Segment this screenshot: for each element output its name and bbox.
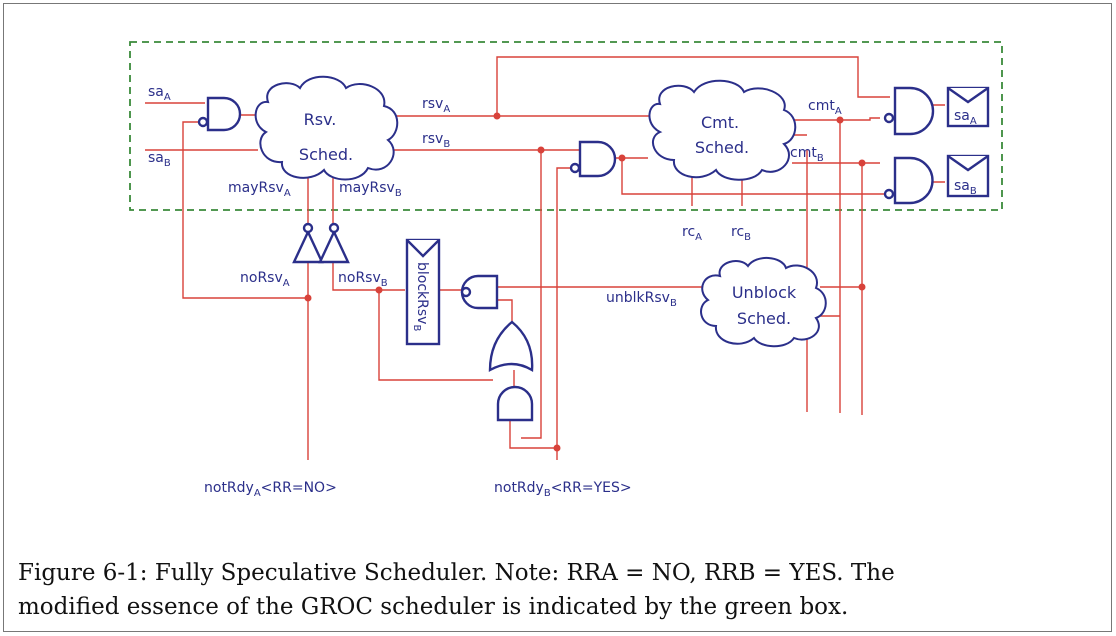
label-mayrsv-b: mayRsvB bbox=[339, 180, 402, 199]
label-rc-a: rcA bbox=[682, 224, 702, 243]
inverter-b bbox=[318, 222, 350, 264]
svg-text:saB: saB bbox=[954, 178, 977, 197]
cmt-sched-cloud: Cmt. Sched. bbox=[648, 79, 797, 181]
cmt-cloud-line1: Cmt. bbox=[701, 113, 739, 132]
label-notrdy-a: notRdyA<RR=NO> bbox=[204, 480, 337, 499]
figure-caption: Figure 6-1: Fully Speculative Scheduler.… bbox=[18, 556, 1108, 624]
rsv-cloud-line2: Sched. bbox=[299, 145, 353, 164]
junction-dots bbox=[304, 112, 866, 452]
inverter-a bbox=[292, 222, 324, 264]
label-notrdy-b: notRdyB<RR=YES> bbox=[494, 480, 632, 499]
rsv-cloud-line1: Rsv. bbox=[304, 110, 337, 129]
label-rsv-b: rsvB bbox=[422, 131, 450, 150]
caption-line-2: modified essence of the GROC scheduler i… bbox=[18, 594, 849, 620]
unblock-cloud-line2: Sched. bbox=[737, 309, 791, 328]
and-gate-rsvb bbox=[569, 140, 617, 178]
label-sa-a: saA bbox=[148, 84, 171, 103]
unblock-cloud-line1: Unblock bbox=[732, 283, 797, 302]
label-rsv-a: rsvA bbox=[422, 96, 450, 115]
unblock-sched-cloud: Unblock Sched. bbox=[700, 257, 827, 348]
svg-text:blockRsvB: blockRsvB bbox=[411, 262, 430, 331]
or-gate bbox=[488, 320, 534, 373]
rsv-sched-cloud: Rsv. Sched. bbox=[254, 75, 399, 181]
and-gate-out-b bbox=[883, 156, 934, 205]
and-gate-bottom bbox=[496, 385, 534, 422]
scheduler-diagram: Rsv. Sched. Cmt. Sched. saA saB bbox=[129, 41, 1003, 499]
and-gate-sa bbox=[197, 96, 242, 132]
label-rc-b: rcB bbox=[731, 224, 751, 243]
label-sa-b: saB bbox=[148, 150, 171, 169]
sa-a-register: saA bbox=[946, 86, 990, 128]
groc-green-box bbox=[129, 41, 1003, 211]
svg-text:saA: saA bbox=[954, 108, 977, 127]
nand-gate bbox=[460, 274, 499, 310]
and-gate-out-a bbox=[883, 86, 935, 136]
blockrsv-register: blockRsvB bbox=[405, 238, 441, 346]
label-mayrsv-a: mayRsvA bbox=[228, 180, 291, 199]
label-norsv-b: noRsvB bbox=[338, 270, 388, 289]
sa-b-register: saB bbox=[946, 154, 990, 198]
label-cmt-b: cmtB bbox=[790, 145, 824, 164]
figure-frame bbox=[3, 3, 1112, 632]
label-norsv-a: noRsvA bbox=[240, 270, 290, 289]
label-unblkrsv-b: unblkRsvB bbox=[606, 290, 677, 309]
label-cmt-a: cmtA bbox=[808, 98, 842, 117]
caption-line-1: Figure 6-1: Fully Speculative Scheduler.… bbox=[18, 560, 895, 586]
cmt-cloud-line2: Sched. bbox=[695, 138, 749, 157]
